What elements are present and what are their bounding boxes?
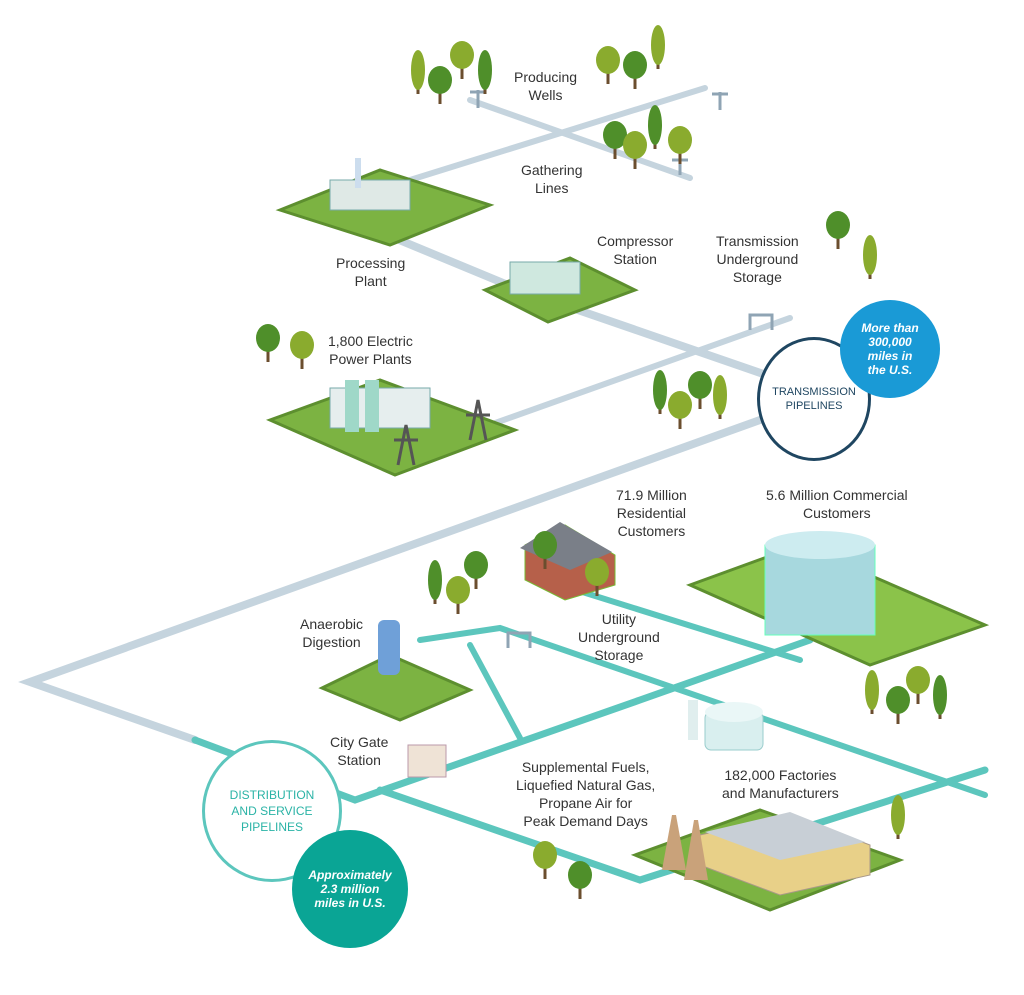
- tree-icon: [450, 41, 474, 79]
- gathering-line-b: [467, 97, 693, 181]
- tree-icon: [428, 560, 442, 604]
- transmission-pipelines-circle: TRANSMISSION PIPELINES: [757, 337, 871, 461]
- label-city-gate: City Gate Station: [330, 734, 389, 768]
- tree-icon: [623, 51, 647, 89]
- power-plant-tower: [345, 380, 359, 432]
- tree-icon: [865, 670, 879, 714]
- lng-tower: [688, 700, 698, 740]
- transmission-stat-circle: More than 300,000 miles in the U.S.: [840, 300, 940, 398]
- factory-roof: [705, 812, 865, 860]
- tree-icon: [623, 131, 647, 169]
- tree-icon: [603, 121, 627, 159]
- buildings: [329, 158, 876, 896]
- well-valve-a: [470, 90, 486, 108]
- label-compressor-station: Compressor Station: [597, 233, 674, 267]
- label-power-plants: 1,800 Electric Power Plants: [328, 333, 413, 367]
- dist-factory: [376, 766, 989, 884]
- distribution-stat: Approximately 2.3 million miles in U.S.: [308, 868, 392, 910]
- distribution-stat-circle: Approximately 2.3 million miles in U.S.: [292, 830, 408, 948]
- tree-icon: [533, 841, 557, 879]
- label-transmission-storage: Transmission Underground Storage: [716, 233, 799, 285]
- well-valve-b: [712, 92, 728, 110]
- lng-tank-top: [705, 702, 763, 722]
- tree-icon: [651, 25, 665, 69]
- tree-icon: [533, 531, 557, 569]
- tree-icon: [863, 235, 877, 279]
- label-anaerobic: Anaerobic Digestion: [300, 616, 364, 650]
- tree-icon: [668, 126, 692, 164]
- factory-chimney-2: [684, 820, 708, 880]
- label-gathering-lines: Gathering Lines: [521, 162, 583, 196]
- processing-plant-building: [329, 179, 411, 211]
- tree-icon: [713, 375, 727, 419]
- label-producing-wells: Producing Wells: [514, 69, 578, 103]
- power-plant-tower-2: [365, 380, 379, 432]
- commercial-building: [764, 544, 876, 636]
- city-gate-building: [407, 744, 447, 778]
- tree-icon: [886, 686, 910, 724]
- anaerobic-ground: [318, 653, 474, 722]
- tree-icon: [653, 370, 667, 414]
- valves: [394, 90, 774, 648]
- tree-icon: [906, 666, 930, 704]
- dist-storage: [417, 624, 988, 798]
- dist-anaerobic: [467, 642, 523, 741]
- transmission-stat: More than 300,000 miles in the U.S.: [861, 321, 919, 377]
- tree-icon: [256, 324, 280, 362]
- transmission-title: TRANSMISSION PIPELINES: [772, 386, 856, 412]
- tree-icon: [668, 391, 692, 429]
- tree-icon: [478, 50, 492, 94]
- main-transmission-line: [18, 416, 764, 744]
- tree-icon: [446, 576, 470, 614]
- tree-icon: [596, 46, 620, 84]
- power-plant-line: [467, 315, 793, 435]
- label-supplemental: Supplemental Fuels, Liquefied Natural Ga…: [516, 759, 656, 829]
- tree-icon: [568, 861, 592, 899]
- factory-chimney: [662, 815, 686, 870]
- label-processing-plant: Processing Plant: [336, 255, 406, 289]
- power-tower: [466, 399, 490, 441]
- label-residential: 71.9 Million Residential Customers: [616, 487, 687, 539]
- processing-stack: [355, 158, 361, 188]
- tree-icon: [290, 331, 314, 369]
- distribution-title: DISTRIBUTION AND SERVICE PIPELINES: [229, 788, 315, 834]
- tree-icon: [826, 211, 850, 249]
- label-utility-storage: Utility Underground Storage: [578, 611, 660, 663]
- compressor-building: [509, 261, 581, 295]
- utility-storage-valve: [506, 631, 532, 648]
- power-tower-2: [394, 424, 418, 466]
- commercial-building-top: [765, 531, 875, 559]
- digester-tank: [378, 620, 400, 675]
- transmission-storage-valve: [748, 313, 774, 330]
- tree-icon: [464, 551, 488, 589]
- tree-icon: [648, 105, 662, 149]
- tree-icon: [428, 66, 452, 104]
- dist-residential: [557, 582, 803, 663]
- tree-icon: [585, 558, 609, 596]
- tree-icon: [891, 795, 905, 839]
- tree-icon: [411, 50, 425, 94]
- tree-icon: [688, 371, 712, 409]
- label-factories: 182,000 Factories and Manufacturers: [722, 767, 839, 801]
- tree-icon: [933, 675, 947, 719]
- trees: [256, 25, 947, 899]
- label-commercial: 5.6 Million Commercial Customers: [766, 487, 908, 521]
